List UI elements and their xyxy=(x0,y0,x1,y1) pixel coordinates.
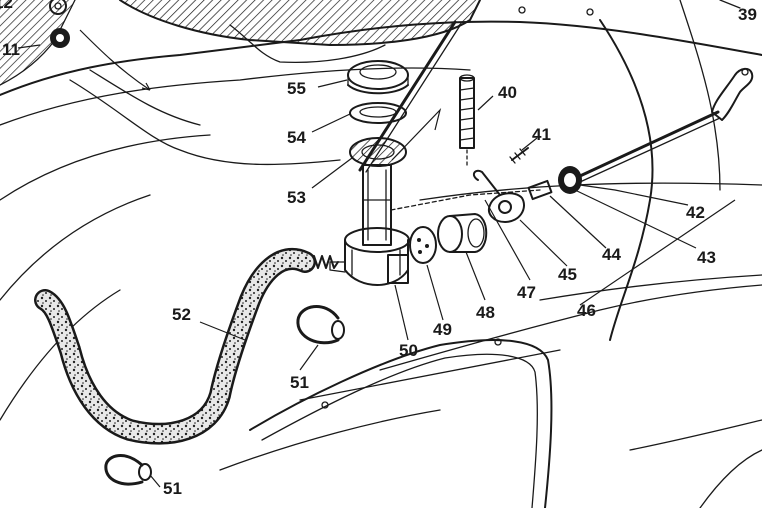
callout-48: 48 xyxy=(476,303,495,322)
part-39-edge xyxy=(719,0,741,9)
part-49-filter-disc xyxy=(409,226,437,264)
panel-opening-inner xyxy=(261,353,538,508)
part-41-screw xyxy=(509,147,529,164)
callout-42: 42 xyxy=(686,203,705,222)
callout-12: 12 xyxy=(0,0,13,12)
part-40-threaded-rod xyxy=(459,74,475,166)
leader-lines xyxy=(17,44,736,488)
reserve-tube xyxy=(358,20,457,172)
part-51-hose-clip xyxy=(296,305,345,345)
callout-50: 50 xyxy=(399,341,418,360)
panel-opening xyxy=(249,339,553,508)
part-47-spring-clip xyxy=(472,169,501,196)
callout-51-upper: 51 xyxy=(290,373,309,392)
part-51-hose-clip xyxy=(104,454,152,486)
callout-49: 49 xyxy=(433,320,452,339)
callout-11: 11 xyxy=(2,40,20,59)
rivet xyxy=(494,338,502,346)
part-48-plug xyxy=(437,213,488,253)
fuel-tank xyxy=(119,0,594,63)
part-44-sleeve xyxy=(527,179,553,201)
rivet xyxy=(321,401,329,409)
part-45-plate xyxy=(488,192,525,223)
callout-41: 41 xyxy=(532,125,551,144)
part-43-knob xyxy=(558,166,582,194)
callout-47: 47 xyxy=(517,283,536,302)
rear-fender-section xyxy=(0,0,75,85)
part-50-fuel-tap xyxy=(329,164,410,286)
callout-51-lower: 51 xyxy=(163,479,182,498)
callout-43: 43 xyxy=(697,248,716,267)
part-11-nut xyxy=(50,28,70,48)
callout-54: 54 xyxy=(287,128,306,147)
part-53-filter-ring xyxy=(349,137,407,167)
callout-55: 55 xyxy=(287,79,306,98)
part-55-nut xyxy=(347,60,409,95)
callout-39: 39 xyxy=(738,5,757,24)
part-12-washer xyxy=(49,0,67,15)
part-42-control-rod xyxy=(578,67,754,183)
callout-52: 52 xyxy=(172,305,191,324)
callout-44: 44 xyxy=(602,245,621,264)
callout-53: 53 xyxy=(287,188,306,207)
callout-45: 45 xyxy=(558,265,577,284)
callout-40: 40 xyxy=(498,83,517,102)
callout-46: 46 xyxy=(577,301,596,320)
